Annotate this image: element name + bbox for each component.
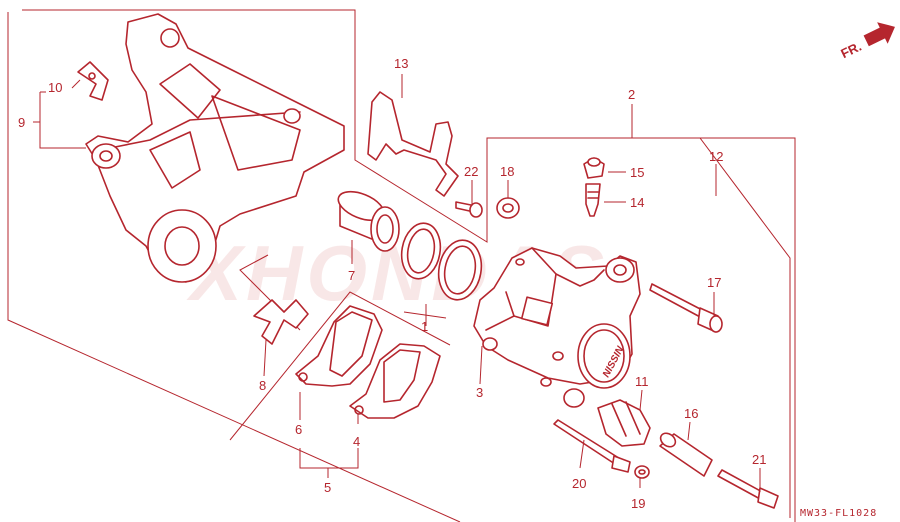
callout-18: 18	[500, 164, 514, 179]
callout-19: 19	[631, 496, 645, 511]
callout-6: 6	[295, 422, 302, 437]
pad-shim	[253, 299, 309, 345]
pin-sleeve	[659, 432, 713, 477]
brake-pad-inner	[295, 305, 383, 387]
caliper-bracket	[85, 13, 345, 283]
callout-2: 2	[628, 87, 635, 102]
bleeder-assembly	[583, 157, 605, 217]
callout-4: 4	[353, 434, 360, 449]
callout-3: 3	[476, 385, 483, 400]
callout-1: 1	[421, 319, 428, 334]
arrow-right-icon	[863, 22, 895, 47]
front-direction-indicator: FR.	[838, 22, 895, 62]
callout-20: 20	[572, 476, 586, 491]
caliper-body: NISSIN	[473, 247, 641, 408]
callout-5: 5	[324, 480, 331, 495]
callout-14: 14	[630, 195, 644, 210]
drawing-code: MW33-FL1028	[800, 508, 877, 519]
callout-16: 16	[684, 406, 698, 421]
brake-pad-outer	[349, 343, 441, 419]
pad-retainer-clip	[77, 61, 109, 101]
callout-15: 15	[630, 165, 644, 180]
callout-13: 13	[394, 56, 408, 71]
callout-12: 12	[709, 149, 723, 164]
leader-lines	[33, 74, 761, 492]
callout-9: 9	[18, 115, 25, 130]
callout-7: 7	[348, 268, 355, 283]
callout-22: 22	[464, 164, 478, 179]
callout-17: 17	[707, 275, 721, 290]
assembly-frame	[7, 9, 796, 522]
pad-spring	[367, 91, 459, 197]
mounting-bolt	[717, 469, 779, 509]
grommet-and-bolt	[455, 197, 520, 219]
callout-11: 11	[635, 374, 649, 389]
pin-boot	[597, 399, 651, 447]
direction-label: FR.	[838, 39, 863, 62]
callouts: 1 2 3 4 5 6 7 8 9 10 11 12 13 14 15 16 1…	[18, 56, 766, 511]
callout-8: 8	[259, 378, 266, 393]
pin-bolt-lower	[553, 419, 650, 479]
callout-21: 21	[752, 452, 766, 467]
caliper-piston	[337, 190, 400, 252]
pin-bolt-upper	[649, 283, 723, 333]
piston-seals	[400, 222, 483, 301]
callout-10: 10	[48, 80, 62, 95]
